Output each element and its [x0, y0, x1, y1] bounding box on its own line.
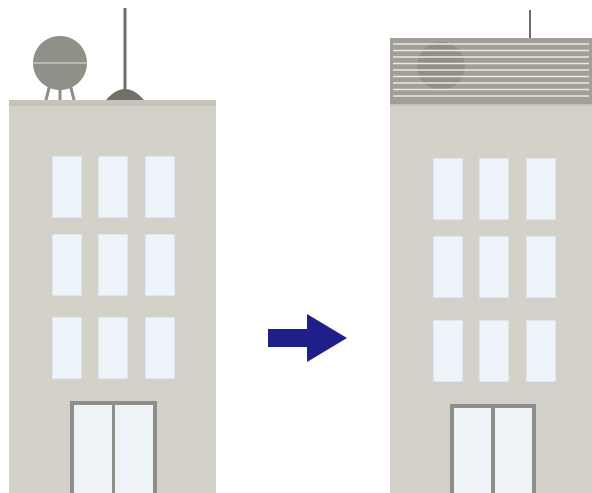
window	[479, 236, 509, 298]
window	[145, 234, 175, 296]
window	[526, 236, 556, 298]
window-grid	[52, 156, 175, 379]
right-arrow-icon	[268, 314, 347, 362]
building-before	[9, 8, 216, 493]
window	[145, 156, 175, 218]
window	[52, 234, 82, 296]
window	[433, 236, 463, 298]
window-grid	[433, 158, 556, 382]
window	[145, 317, 175, 379]
building-after	[390, 10, 592, 493]
window	[433, 158, 463, 220]
window	[98, 156, 128, 218]
rooftop-screen-panel	[390, 38, 592, 104]
window	[98, 234, 128, 296]
window	[526, 158, 556, 220]
entrance-door	[450, 404, 536, 493]
building-shadow	[9, 100, 216, 106]
satellite-dish-icon	[33, 36, 87, 100]
window	[52, 317, 82, 379]
window	[433, 320, 463, 382]
window	[98, 317, 128, 379]
window	[52, 156, 82, 218]
entrance-door	[70, 401, 157, 493]
antenna-icon	[106, 8, 144, 100]
window	[526, 320, 556, 382]
window	[479, 320, 509, 382]
window	[479, 158, 509, 220]
